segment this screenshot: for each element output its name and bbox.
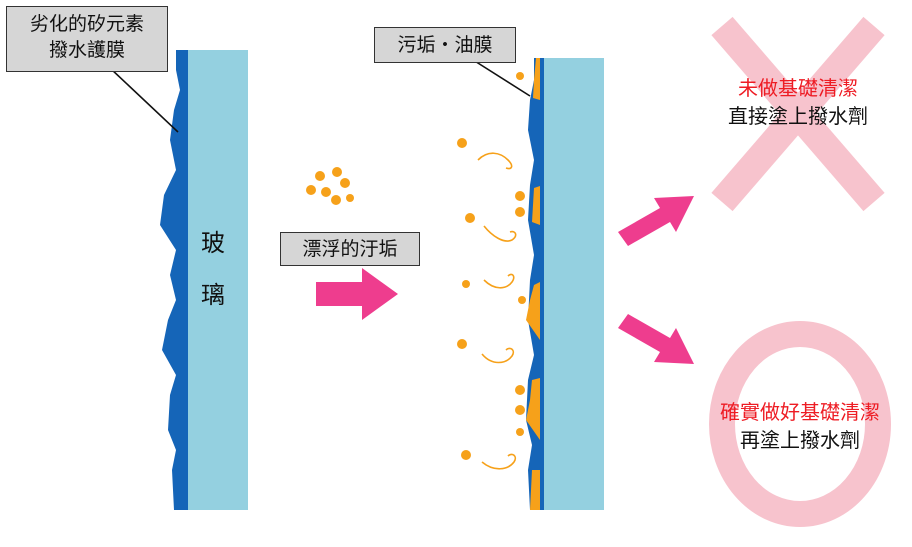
- oil-film-label: 污垢・油膜: [374, 27, 516, 63]
- cross-mark-icon: [711, 16, 885, 212]
- left-glass-panel: [182, 50, 248, 510]
- degraded-film-label-line2: 撥水護膜: [48, 39, 125, 61]
- middle-glass-panel: [540, 58, 604, 510]
- dirt-particle-icon: [457, 339, 467, 349]
- oil-film-bottom: [530, 470, 540, 510]
- oil-film-patch-2: [526, 282, 540, 340]
- with-cleaning-caption: 確實做好基礎清潔 再塗上撥水劑: [690, 398, 910, 454]
- dirt-particle-icon: [516, 72, 524, 80]
- dirt-particle-icon: [306, 185, 316, 195]
- dirt-particle-icon: [516, 428, 524, 436]
- no-cleaning-line2: 直接塗上撥水劑: [728, 104, 868, 128]
- middle-degraded-film: [526, 58, 544, 510]
- degraded-film-label: 劣化的矽元素 撥水護膜: [6, 6, 168, 72]
- circle-mark-icon: [709, 321, 891, 527]
- dirt-particle-icon: [462, 280, 470, 288]
- dirt-particles-approaching: [457, 72, 526, 460]
- arrow-to-cross-icon: [618, 196, 694, 246]
- floating-dirt-label: 漂浮的汙垢: [280, 232, 420, 266]
- dirt-particle-icon: [346, 194, 354, 202]
- dirt-particle-icon: [515, 207, 525, 217]
- with-cleaning-line1: 確實做好基礎清潔: [720, 400, 880, 424]
- oil-film-patch-3: [526, 378, 540, 440]
- dirt-swirl-trails: [477, 152, 517, 470]
- dirt-particle-icon: [321, 187, 331, 197]
- glass-label-char2: 璃: [201, 281, 225, 309]
- dirt-particle-icon: [457, 138, 467, 148]
- dirt-particle-icon: [515, 191, 525, 201]
- dirt-particle-icon: [518, 296, 526, 304]
- oil-film-label-text: 污垢・油膜: [397, 34, 493, 56]
- floating-dirt-label-text: 漂浮的汙垢: [302, 238, 398, 260]
- dirt-particle-icon: [515, 405, 525, 415]
- dirt-particle-icon: [332, 167, 342, 177]
- dirt-particle-icon: [340, 178, 350, 188]
- arrow-to-circle-icon: [618, 314, 694, 364]
- dirt-particle-icon: [331, 195, 341, 205]
- left-degraded-film: [160, 50, 188, 510]
- dirt-particle-icon: [465, 213, 475, 223]
- dirt-particle-icon: [515, 385, 525, 395]
- with-cleaning-line2: 再塗上撥水劑: [740, 428, 860, 452]
- oil-film-top: [533, 58, 540, 100]
- dirt-particle-icon: [461, 450, 471, 460]
- process-arrow-icon: [316, 268, 398, 320]
- dirt-particle-icon: [315, 171, 325, 181]
- no-cleaning-line1: 未做基礎清潔: [738, 76, 858, 100]
- degraded-film-leader-line: [109, 67, 179, 133]
- oil-film-patch-1: [532, 186, 540, 225]
- oil-film-leader-line: [469, 57, 531, 97]
- no-cleaning-caption: 未做基礎清潔 直接塗上撥水劑: [700, 74, 896, 130]
- degraded-film-label-line1: 劣化的矽元素: [29, 13, 144, 35]
- glass-label-char1: 玻: [201, 229, 225, 257]
- floating-dirt-cluster: [306, 167, 354, 205]
